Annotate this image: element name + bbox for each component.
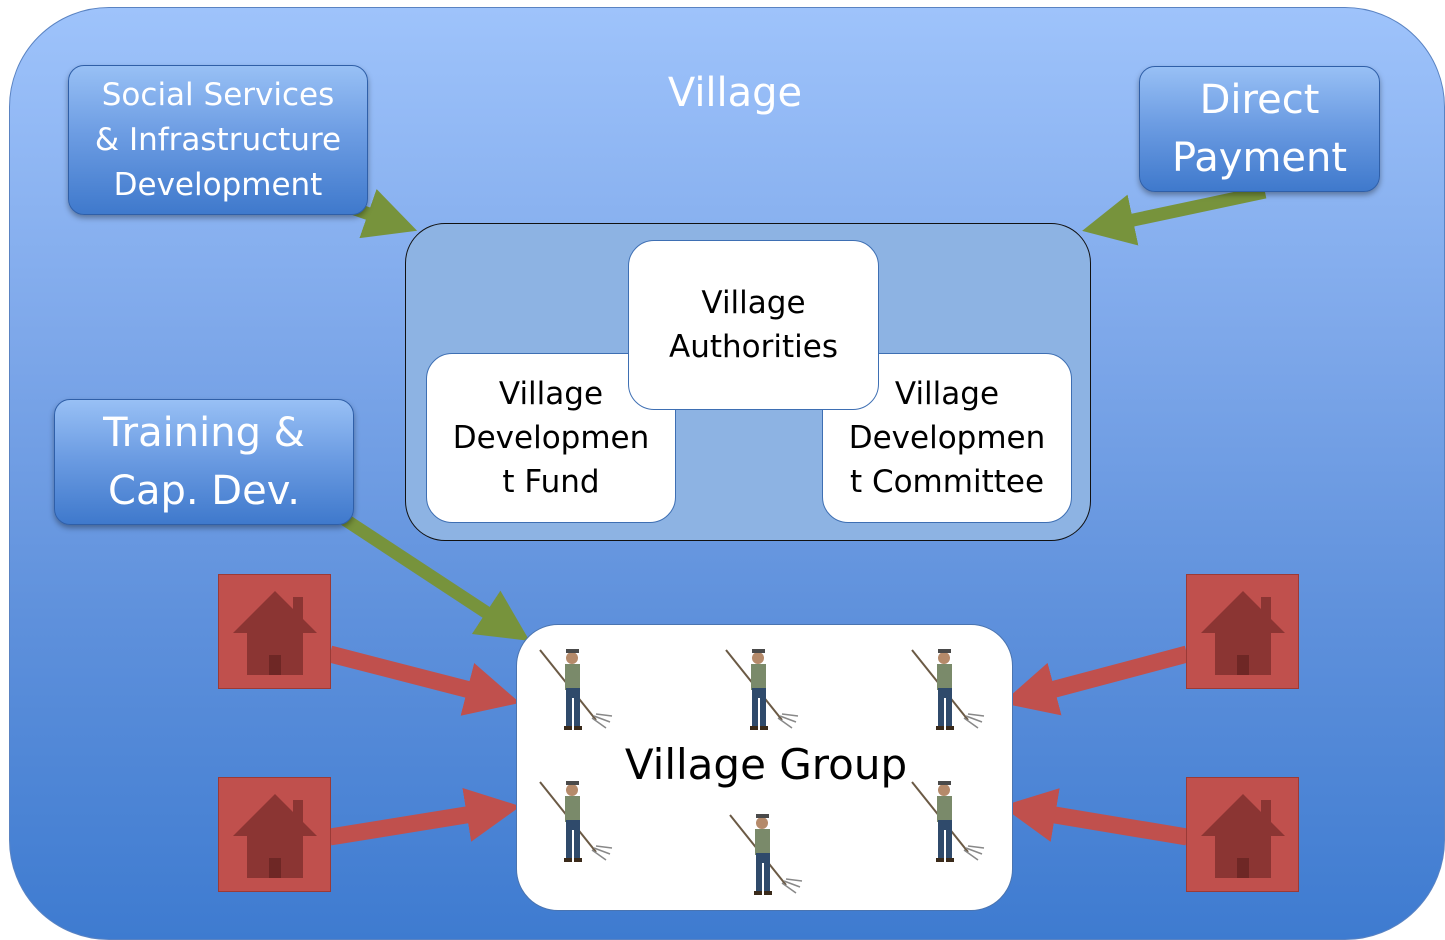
fund-line-3: t Fund bbox=[502, 464, 600, 500]
direct-payment-line-2: Payment bbox=[1171, 135, 1348, 181]
committee-line-3: t Committee bbox=[849, 464, 1045, 500]
authorities-line-2: Authorities bbox=[669, 329, 838, 365]
social-services-line-1: Social Services bbox=[101, 76, 335, 113]
arrow-training-to-group bbox=[334, 509, 530, 641]
arrow-payment-to-institutions bbox=[1082, 185, 1267, 246]
fund-line-1: Village bbox=[498, 376, 604, 412]
farmer-icon bbox=[539, 649, 613, 730]
house-icon bbox=[233, 794, 317, 878]
social-services-box: Social Services & Infrastructure Develop… bbox=[68, 65, 368, 215]
committee-line-1: Village bbox=[894, 376, 1000, 412]
house-icon bbox=[233, 591, 317, 675]
direct-payment-line-1: Direct bbox=[1199, 77, 1320, 123]
arrow-household-2 bbox=[328, 788, 521, 846]
household-2 bbox=[218, 777, 331, 892]
social-services-line-3: Development bbox=[113, 166, 323, 203]
village-group-label: Village Group bbox=[624, 740, 908, 789]
household-4 bbox=[1186, 777, 1299, 892]
house-icon bbox=[1201, 591, 1285, 675]
direct-payment-box: Direct Payment bbox=[1139, 66, 1380, 192]
arrow-household-1 bbox=[327, 645, 521, 716]
training-box: Training & Cap. Dev. bbox=[54, 399, 354, 525]
training-line-1: Training & bbox=[103, 410, 305, 456]
committee-line-2: Developmen bbox=[848, 420, 1046, 456]
household-1 bbox=[218, 574, 331, 689]
social-services-line-2: & Infrastructure bbox=[94, 121, 342, 158]
farmer-icon bbox=[725, 649, 799, 730]
authorities-line-1: Village bbox=[701, 285, 806, 321]
farmer-icon bbox=[729, 814, 803, 895]
house-icon bbox=[1201, 794, 1285, 878]
farmer-icon bbox=[911, 649, 985, 730]
farmer-icon bbox=[539, 781, 613, 862]
arrow-household-3 bbox=[1001, 645, 1190, 716]
village-development-fund-box: Village Developmen t Fund bbox=[426, 353, 676, 523]
village-authorities-box: Village Authorities bbox=[628, 240, 879, 410]
household-3 bbox=[1186, 574, 1299, 689]
village-title: Village bbox=[667, 70, 803, 116]
fund-line-2: Developmen bbox=[452, 420, 650, 456]
farmer-icon bbox=[911, 781, 985, 862]
training-line-2: Cap. Dev. bbox=[108, 468, 300, 514]
arrow-household-4 bbox=[1001, 788, 1189, 846]
